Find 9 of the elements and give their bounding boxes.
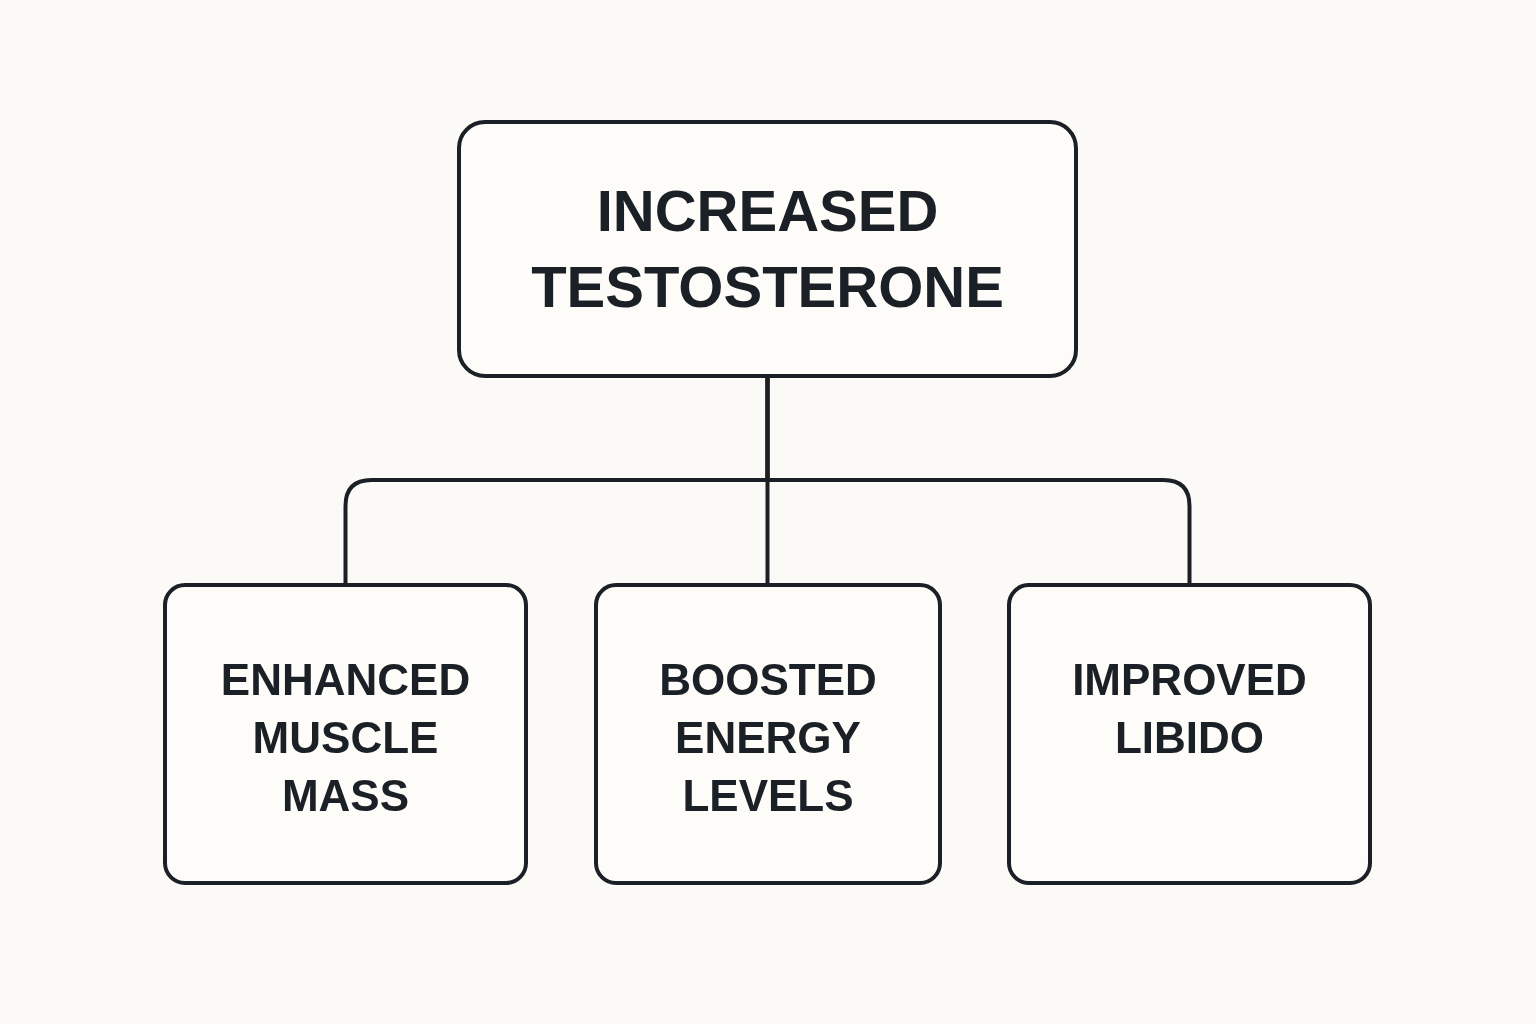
effect-box [1007,583,1372,885]
root-box [457,120,1078,378]
connector-line [765,378,1192,583]
box-label: ENHANCED MUSCLE MASS [219,654,472,822]
box-title: INCREASED TESTOSTERONE [530,177,1005,321]
box-label: BOOSTED ENERGY LEVELS [658,654,878,822]
effect-box [594,583,942,885]
effect-box [163,583,528,885]
box-label: IMPROVED LIBIDO [1071,654,1308,764]
